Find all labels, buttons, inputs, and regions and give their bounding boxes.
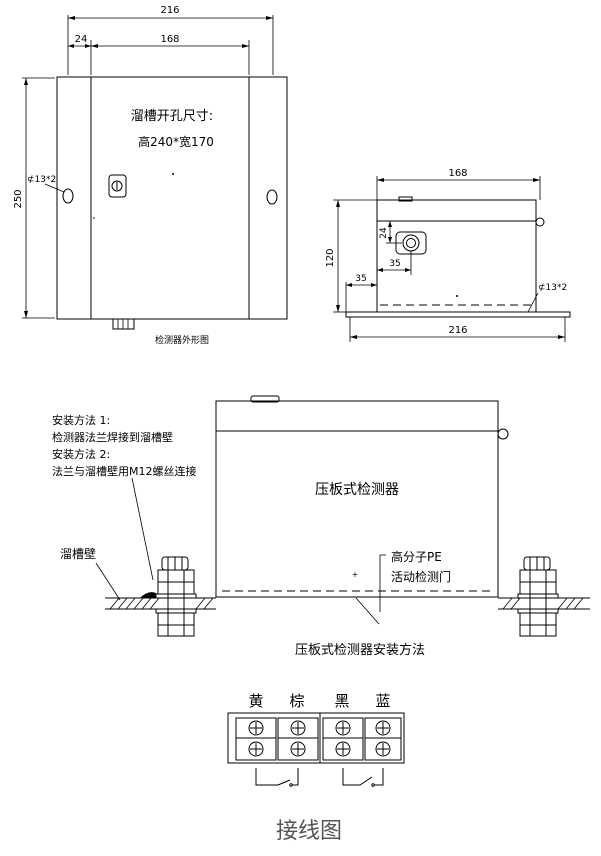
side-top-tab xyxy=(398,196,413,202)
terminal-screw-2-top xyxy=(290,720,306,736)
terminal-screw-1-bottom xyxy=(248,741,264,757)
side-dim-base-width-label: 216 xyxy=(448,325,467,336)
mounting-hole-right xyxy=(266,189,278,205)
terminal-screw-3-bottom xyxy=(335,741,351,757)
dim-body-width-label: 168 xyxy=(160,34,179,45)
pe-door-leader xyxy=(379,554,386,612)
detector-label: 压板式检测器 xyxy=(315,482,399,498)
side-dim-body-width: 168 xyxy=(376,168,541,200)
front-view-caption: 检测器外形图 xyxy=(155,334,209,346)
detector-hinge xyxy=(497,428,509,440)
pe-door-line1: 高分子PE xyxy=(391,549,442,564)
side-dim-24: 24 xyxy=(379,221,402,244)
wiring-caption: 接线图 xyxy=(276,819,342,844)
install-view: 安装方法 1: 检测器法兰焊接到溜槽壁 安装方法 2: 法兰与溜槽壁用M12螺丝… xyxy=(52,395,590,658)
terminal-label-4: 蓝 xyxy=(375,692,390,710)
method2-title: 安装方法 2: xyxy=(52,447,110,461)
dim-overall-width-label: 216 xyxy=(160,5,179,16)
pe-door-line2: 活动检测门 xyxy=(391,569,451,584)
terminal-label-2: 棕 xyxy=(289,692,304,710)
detector-body xyxy=(215,430,499,598)
front-view: 216 24 168 250 xyxy=(13,5,288,346)
terminal-block xyxy=(227,712,405,764)
dim-height-label: 250 xyxy=(13,189,24,208)
svg-text:+: + xyxy=(352,570,359,579)
side-base-flange xyxy=(345,311,571,318)
side-hinge xyxy=(535,217,545,227)
front-bottom-connector xyxy=(112,318,135,330)
terminal-screw-3-top xyxy=(335,720,351,736)
chute-wall-right xyxy=(498,597,590,610)
chute-wall-label: 溜槽壁 xyxy=(60,546,96,561)
method1-title: 安装方法 1: xyxy=(52,413,110,427)
side-dim-base-width: 216 xyxy=(349,317,566,342)
bolt-left xyxy=(155,556,197,637)
cutout-title: 溜槽开孔尺寸: xyxy=(131,109,213,124)
chute-wall-leader xyxy=(95,562,121,601)
side-dim-inner-35-label: 35 xyxy=(389,259,400,269)
detector-lid xyxy=(215,400,499,432)
dim-flange-offset-label: 24 xyxy=(75,34,88,45)
terminal-label-1: 黄 xyxy=(248,692,263,710)
front-body-box xyxy=(90,76,250,320)
side-dim-left-35-label: 35 xyxy=(355,274,366,284)
terminal-label-3: 黑 xyxy=(334,692,349,710)
dim-height: 250 xyxy=(13,77,55,319)
side-hole-label: ⊄13*2 xyxy=(538,283,567,293)
side-dim-left-35: 35 xyxy=(345,274,377,312)
terminal-screw-4-bottom xyxy=(375,741,391,757)
side-dim-height-label: 120 xyxy=(325,248,336,267)
side-dim-body-width-label: 168 xyxy=(448,168,467,179)
method-leader xyxy=(131,477,154,581)
mounting-hole-left xyxy=(62,188,74,204)
wiring-diagram: 黄 棕 黑 蓝 xyxy=(227,692,405,844)
dim-body-width: 168 xyxy=(91,34,250,75)
method1-desc: 检测器法兰焊接到溜槽壁 xyxy=(52,430,173,444)
dim-flange-offset: 24 xyxy=(68,34,92,75)
detector-top-tab xyxy=(250,395,280,403)
cutout-size: 高240*宽170 xyxy=(138,134,214,149)
front-hole-label: ⊄13*2 xyxy=(27,175,56,185)
front-cable-gland xyxy=(108,174,127,198)
side-dim-24-label: 24 xyxy=(379,227,389,239)
side-dim-height: 120 xyxy=(325,199,377,313)
contact-switch-nc xyxy=(255,768,299,787)
method2-desc: 法兰与溜槽壁用M12螺丝连接 xyxy=(52,464,197,478)
side-body-top xyxy=(376,199,537,222)
side-view: 168 120 24 xyxy=(325,168,571,342)
terminal-screw-4-top xyxy=(375,720,391,736)
contact-switch-no xyxy=(342,768,384,787)
terminal-screw-2-bottom xyxy=(290,741,306,757)
terminal-screw-1-top xyxy=(248,720,264,736)
side-body xyxy=(376,220,537,313)
side-dim-inner-35: 35 xyxy=(377,251,412,275)
bolt-right xyxy=(517,556,559,637)
dim-overall-width: 216 xyxy=(67,5,274,75)
install-caption: 压板式检测器安装方法 xyxy=(295,642,425,658)
